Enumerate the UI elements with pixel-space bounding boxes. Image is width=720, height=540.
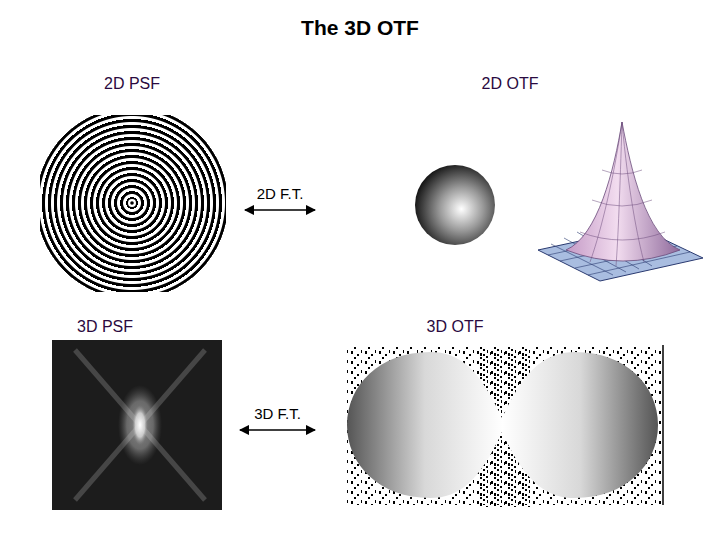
transform-arrow xyxy=(245,209,315,211)
figure-panel: 2D PSF xyxy=(38,70,245,292)
panel-heading: 3D PSF xyxy=(77,318,133,336)
arrow-label: 3D F.T. xyxy=(252,405,303,422)
figure-panel: 3D PSF xyxy=(45,315,240,513)
panel-heading: 3D OTF xyxy=(427,318,484,336)
panel-heading: 2D PSF xyxy=(104,75,160,93)
panel-heading: 2D OTF xyxy=(482,75,539,93)
arrow-label: 2D F.T. xyxy=(255,185,306,202)
figure-panel: 3D OTF xyxy=(315,315,675,510)
transform-arrow xyxy=(240,429,315,431)
figure-panel: 2D OTF xyxy=(315,70,705,282)
page-title: The 3D OTF xyxy=(301,16,419,40)
